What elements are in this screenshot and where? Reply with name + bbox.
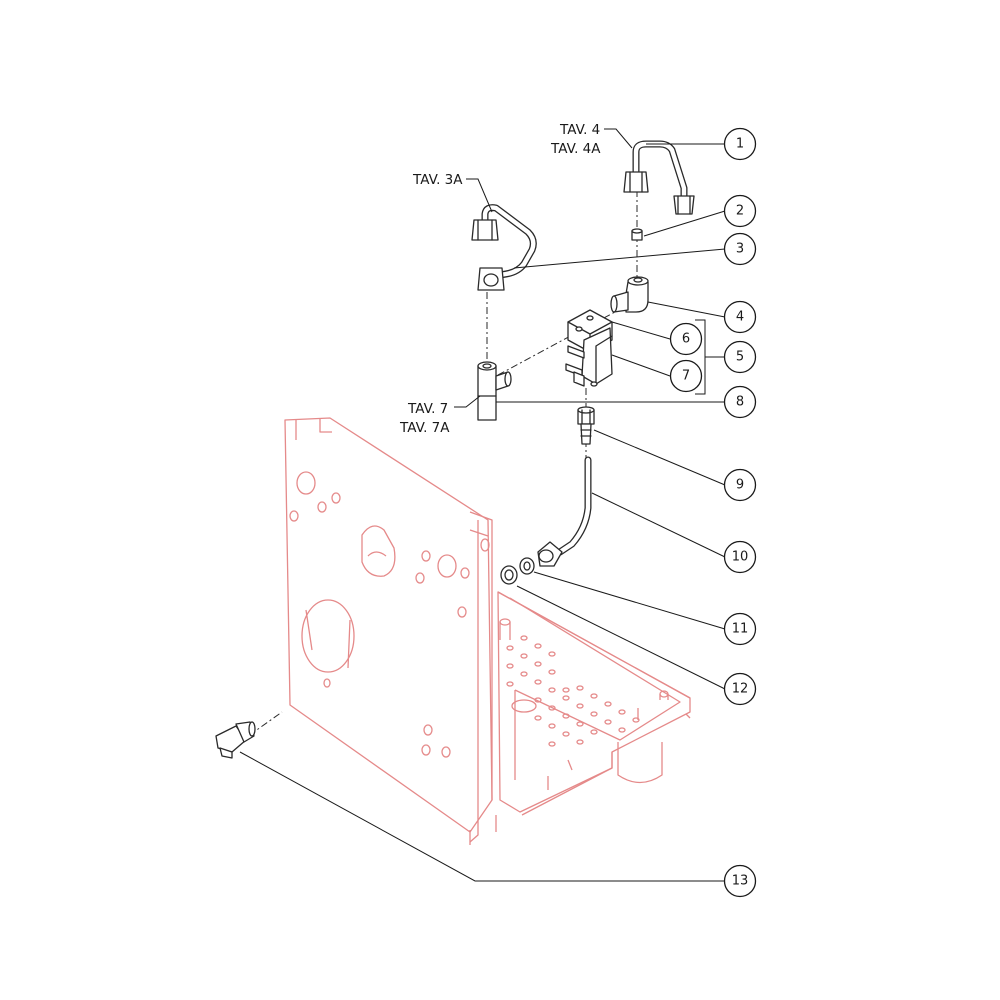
ref-label-tav-3a: TAV. 3A bbox=[412, 172, 463, 188]
svg-text:12: 12 bbox=[732, 682, 749, 697]
part-9-connector bbox=[577, 406, 595, 445]
callout-1: 1 bbox=[723, 127, 757, 161]
ref-label-tav-4a: TAV. 4A bbox=[550, 141, 601, 157]
ref-label-tav-4: TAV. 4 bbox=[559, 122, 600, 138]
svg-text:7: 7 bbox=[682, 369, 690, 384]
svg-text:9: 9 bbox=[736, 478, 744, 493]
callout-3: 3 bbox=[723, 232, 757, 266]
callout-7: 7 bbox=[669, 359, 703, 393]
callout-5: 5 bbox=[723, 340, 757, 374]
svg-text:13: 13 bbox=[732, 874, 749, 889]
part-11-washer bbox=[519, 557, 535, 575]
svg-text:3: 3 bbox=[736, 242, 744, 257]
part-4-elbow bbox=[610, 276, 649, 313]
ref-label-tav-7a: TAV. 7A bbox=[399, 420, 450, 436]
callout-10: 10 bbox=[723, 540, 757, 574]
part-12-washer bbox=[500, 565, 518, 585]
part-1-tube bbox=[623, 140, 695, 215]
callout-4: 4 bbox=[723, 300, 757, 334]
ghost-mounting-plate bbox=[284, 417, 497, 845]
part-8-tee bbox=[477, 361, 512, 421]
ghost-base-tray bbox=[497, 591, 691, 816]
callout-12: 12 bbox=[723, 672, 757, 706]
svg-text:6: 6 bbox=[682, 332, 690, 347]
leader-lines bbox=[239, 128, 726, 882]
svg-text:1: 1 bbox=[736, 137, 744, 152]
part-10-hose bbox=[537, 456, 592, 567]
svg-text:2: 2 bbox=[736, 204, 744, 219]
ghost-tray-perforations bbox=[506, 635, 640, 747]
ref-label-tav-7: TAV. 7 bbox=[407, 401, 448, 417]
callout-9: 9 bbox=[723, 468, 757, 502]
part-3-tube bbox=[471, 204, 537, 291]
callout-6: 6 bbox=[669, 322, 703, 356]
svg-text:11: 11 bbox=[732, 622, 749, 637]
svg-text:8: 8 bbox=[736, 395, 744, 410]
svg-text:5: 5 bbox=[736, 350, 744, 365]
callout-13: 13 bbox=[723, 864, 757, 898]
callout-11: 11 bbox=[723, 612, 757, 646]
svg-text:10: 10 bbox=[732, 550, 749, 565]
callout-2: 2 bbox=[723, 194, 757, 228]
part-2-nut bbox=[631, 228, 643, 241]
svg-text:4: 4 bbox=[736, 310, 744, 325]
part-5-valve-assembly bbox=[565, 309, 613, 387]
callout-8: 8 bbox=[723, 385, 757, 419]
part-13-elbow bbox=[215, 721, 256, 759]
